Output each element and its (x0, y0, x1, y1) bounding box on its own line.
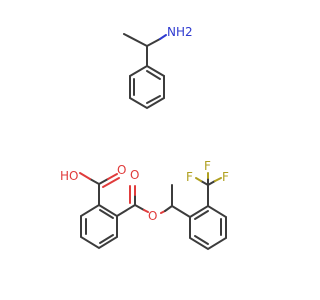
fluorine-label-top: F (204, 159, 211, 173)
aryl-double-3 (194, 235, 209, 245)
structure-svg: NH2 HO O O (60, 25, 229, 251)
bond-methyl-ch (123, 33, 148, 47)
bond-ring-esterC (116, 204, 136, 217)
bond-cf3-F-right (214, 177, 222, 182)
phthalate-double-2 (99, 234, 114, 244)
bond-acidC-OH-dark (89, 178, 100, 185)
phthalate-double-1 (99, 209, 114, 219)
phenyl-ring (129, 64, 165, 110)
bond-acidC-O-dark (98, 178, 109, 185)
bond-esterC-Olink-dark (134, 204, 145, 211)
phenyl-double-2 (146, 95, 161, 104)
bond-acidC-O-colored (107, 173, 118, 180)
molecule-phthalate-ester: HO O O O (60, 159, 229, 251)
chemical-structure-canvas: NH2 HO O O (60, 25, 229, 251)
ester-carbonyl-o-label: O (130, 168, 139, 182)
bond-esterC-Olink-colored (143, 209, 149, 213)
fluorine-label-right: F (222, 170, 229, 184)
bond-cf3-F-left-dark (200, 180, 209, 186)
bond-cf3-F-right-dark (207, 180, 216, 186)
amine-label: NH2 (167, 25, 193, 39)
fluorine-label-left: F (186, 170, 193, 184)
bond-ch-ring2 (171, 205, 191, 218)
ester-link-o-label: O (148, 209, 157, 223)
bond-ch-n (146, 38, 161, 47)
acid-hydroxyl-label: HO (60, 169, 78, 183)
aryl-double-1 (194, 210, 209, 220)
bond-acidC-O-double (102, 177, 120, 188)
acid-carbonyl-o-label: O (117, 163, 126, 177)
bond-Olink-CH-dark (164, 205, 173, 212)
phenyl-double-1 (146, 70, 161, 80)
bond-cf3-F-left (195, 177, 202, 182)
molecule-phenylethylamine: NH2 (123, 25, 193, 110)
bond-ch-n-colored (159, 34, 167, 40)
bond-acidC-OH-colored (79, 172, 91, 180)
